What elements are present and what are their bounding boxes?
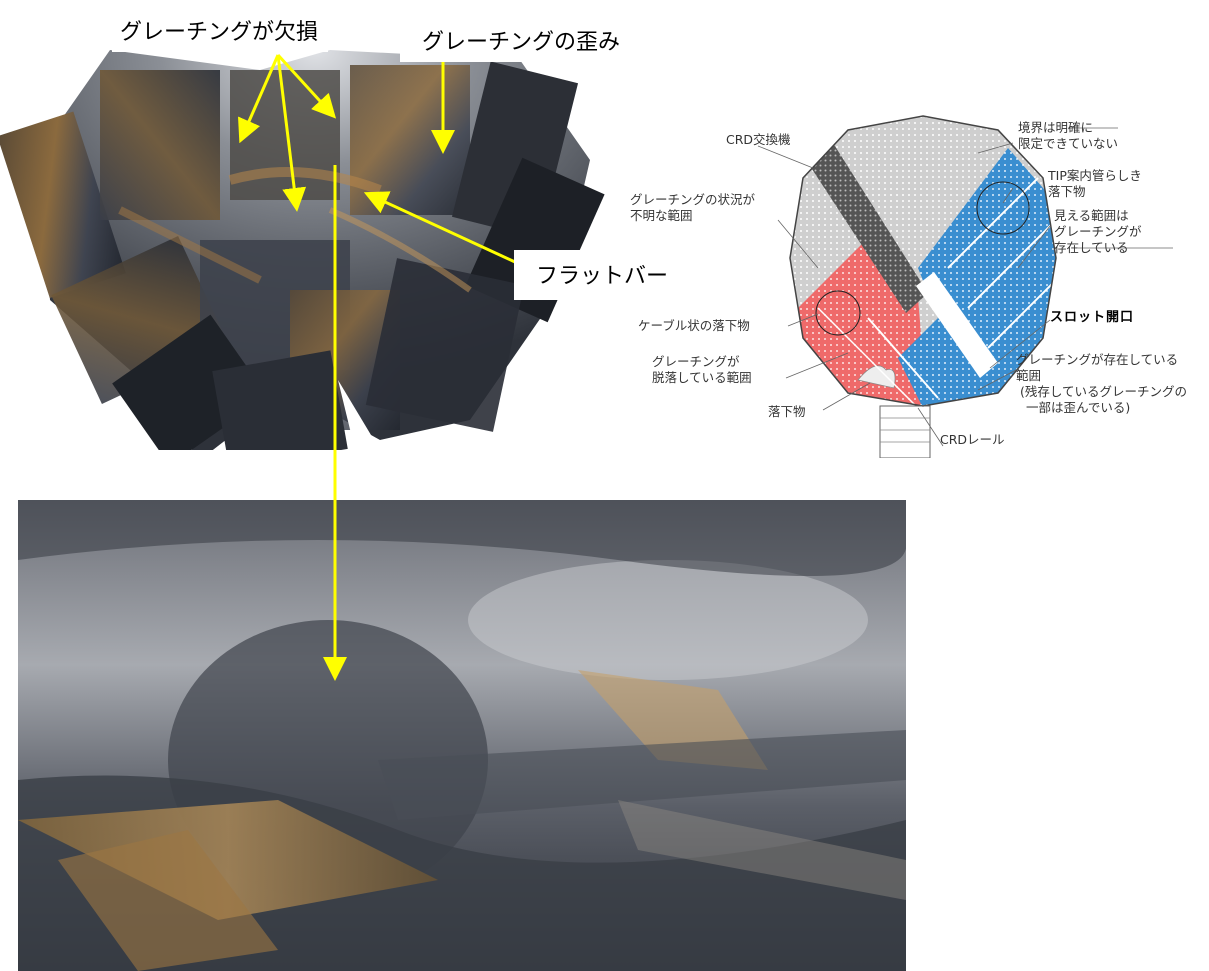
label-unknown-2: 不明な範囲	[630, 208, 693, 223]
label-fallen-1: グレーチングが	[652, 354, 740, 369]
label-boundary-1: 境界は明確に	[1018, 120, 1094, 135]
label-exists-2: 範囲	[1016, 368, 1042, 383]
label-crd-exchanger: CRD交換機	[726, 132, 791, 147]
label-visible-3: 存在している	[1054, 240, 1129, 255]
label-cable-debris: ケーブル状の落下物	[638, 318, 750, 333]
label-visible-1: 見える範囲は	[1054, 208, 1129, 223]
diagram-graphic	[757, 115, 1173, 459]
label-exists-4: 一部は歪んでいる)	[1026, 400, 1131, 415]
label-tip-2: 落下物	[1048, 184, 1086, 199]
label-visible-2: グレーチングが	[1054, 224, 1142, 239]
callout-flat-bar: フラットバー	[514, 250, 681, 300]
label-unknown-1: グレーチングの状況が	[630, 192, 756, 207]
label-exists-3: (残存しているグレーチングの	[1020, 384, 1188, 399]
pedestal-diagram: CRD交換機 境界は明確に 限定できていない TIP案内管らしき 落下物 見える…	[618, 108, 1209, 459]
label-slot-opening: スロット開口	[1050, 310, 1135, 325]
label-boundary-2: 限定できていない	[1018, 136, 1119, 151]
label-crd-rail: CRDレール	[940, 432, 1005, 447]
label-exists-1: グレーチングが存在している	[1016, 352, 1179, 367]
label-tip-1: TIP案内管らしき	[1048, 168, 1142, 183]
label-debris: 落下物	[768, 404, 806, 419]
callout-grating-distortion: グレーチングの歪み	[400, 20, 627, 62]
closeup-photo	[18, 500, 906, 971]
callout-grating-missing: グレーチングが欠損	[112, 10, 329, 52]
label-fallen-2: 脱落している範囲	[652, 370, 752, 385]
panorama-collage	[0, 40, 610, 470]
